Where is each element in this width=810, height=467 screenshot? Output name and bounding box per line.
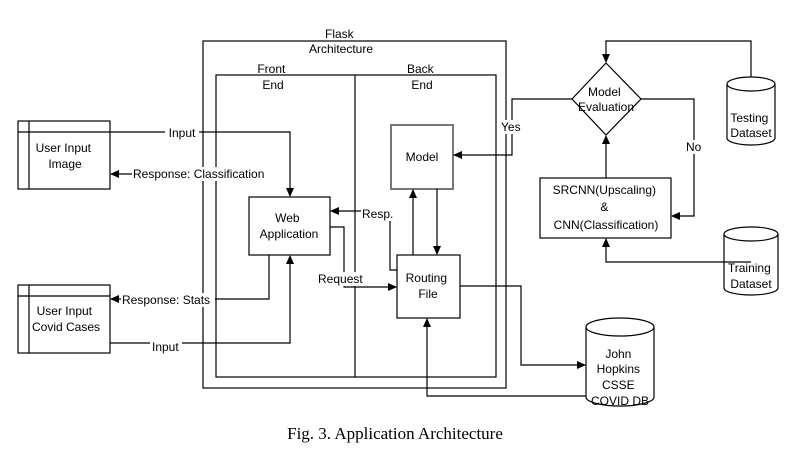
svg-text:User Input Image: User Input Image xyxy=(36,141,95,171)
edge-label-input-top: Input xyxy=(169,126,196,140)
edge-db-to-routing xyxy=(423,318,586,397)
testing-dataset-node: Testing Dataset xyxy=(726,76,776,146)
user-input-image-node: User Input Image xyxy=(17,120,111,190)
svg-text:Web Application: Web Application xyxy=(260,211,319,241)
svg-text:John Hopkins CSSE: John Hopkins CSSE COVID DB xyxy=(591,347,649,408)
edge-training-to-srcnn xyxy=(602,238,751,263)
edge-label-response-classification: Response: Classification xyxy=(133,167,264,181)
web-application-node: Web Application xyxy=(248,196,331,256)
flask-title: Flask Architecture xyxy=(309,27,373,56)
svg-text:Model: Model xyxy=(406,150,439,164)
edge-label-response-stats: Response: Stats xyxy=(122,293,210,307)
edge-label-no: No xyxy=(686,140,702,154)
svg-text:Training Dataset: Training Dataset xyxy=(728,261,774,291)
back-end-label: Back End xyxy=(407,62,437,92)
edge-resp xyxy=(330,207,397,271)
svg-text:Testing Dataset: Testing Dataset xyxy=(730,111,772,140)
model-evaluation-node: Model Evaluation xyxy=(571,62,642,136)
edge-request xyxy=(330,226,397,291)
edge-no xyxy=(641,98,695,220)
edge-label-input-bottom: Input xyxy=(152,340,179,354)
svg-text:User Input Covid Cases: User Input Covid Cases xyxy=(32,304,100,334)
edge-label-yes: Yes xyxy=(501,120,521,134)
front-end-label: Front End xyxy=(257,62,288,92)
svg-text:Routing File: Routing File xyxy=(406,271,451,301)
flask-container: Flask Architecture Front End Back End xyxy=(202,27,507,389)
user-input-covid-node: User Input Covid Cases xyxy=(17,284,111,354)
edge-label-request: Request xyxy=(318,272,363,286)
covid-db-node: John Hopkins CSSE COVID DB xyxy=(585,317,655,408)
training-dataset-node: Training Dataset xyxy=(723,226,779,296)
svg-text:Model Evaluation: Model Evaluation xyxy=(578,85,634,114)
edge-testing-to-eval xyxy=(602,40,752,77)
figure-caption: Fig. 3. Application Architecture xyxy=(287,424,503,443)
model-node: Model xyxy=(390,124,454,190)
routing-file-node: Routing File xyxy=(396,254,461,319)
edge-routing-to-db xyxy=(460,285,586,369)
edge-label-resp: Resp. xyxy=(362,207,393,221)
svg-text:SRCNN(Upscaling) &: SRCNN(Upscaling) & CNN(Classification) xyxy=(553,183,660,232)
srcnn-cnn-node: SRCNN(Upscaling) & CNN(Classification) xyxy=(539,177,672,239)
